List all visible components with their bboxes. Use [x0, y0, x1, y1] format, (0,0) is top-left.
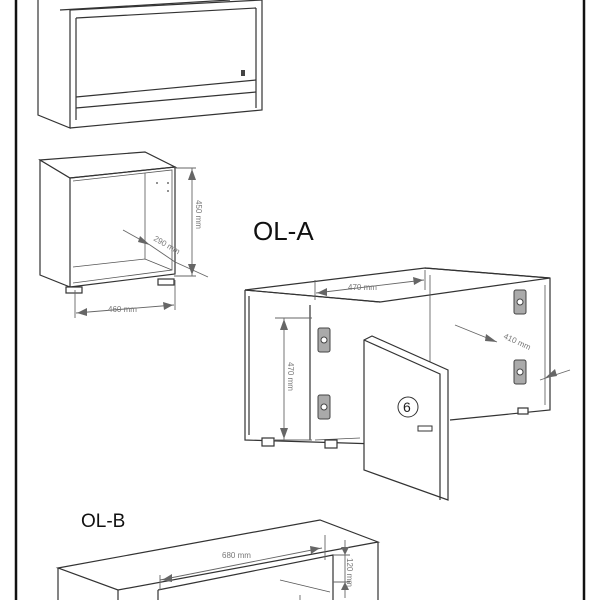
- cabinet-height-label: 450 mm: [194, 200, 203, 229]
- cabinet-depth-label: 290 mm: [152, 234, 182, 256]
- hinge-icon: [513, 359, 527, 385]
- cabinet-width-label: 460 mm: [108, 305, 137, 314]
- ol-b-drawing: 680 mm 120 mm: [55, 519, 381, 600]
- ol-a-title: OL-A: [253, 216, 314, 246]
- ol-b-title: OL-B: [81, 511, 125, 532]
- ol-b-height-label: 120 mm: [345, 558, 354, 587]
- ol-b-width-label: 680 mm: [222, 551, 251, 560]
- ol-a-height-label: 470 mm: [286, 362, 295, 391]
- ol-a-depth-label: 410 mm: [502, 332, 532, 353]
- ol-a-drawing: 6 470 mm 470 mm 410 mm: [244, 267, 571, 501]
- part-number-circle: [397, 396, 419, 418]
- top-cabinet-drawing: [37, 0, 263, 129]
- small-cabinet-drawing: 450 mm 290 mm 460 mm: [38, 151, 209, 318]
- hinge-icon: [317, 327, 331, 353]
- hinge-icon: [513, 289, 527, 315]
- ol-a-width-label: 470 mm: [348, 283, 377, 292]
- door-panel: [363, 335, 449, 501]
- hinge-icon: [317, 394, 331, 420]
- door-handle: [417, 425, 433, 432]
- part-number: 6: [403, 399, 411, 415]
